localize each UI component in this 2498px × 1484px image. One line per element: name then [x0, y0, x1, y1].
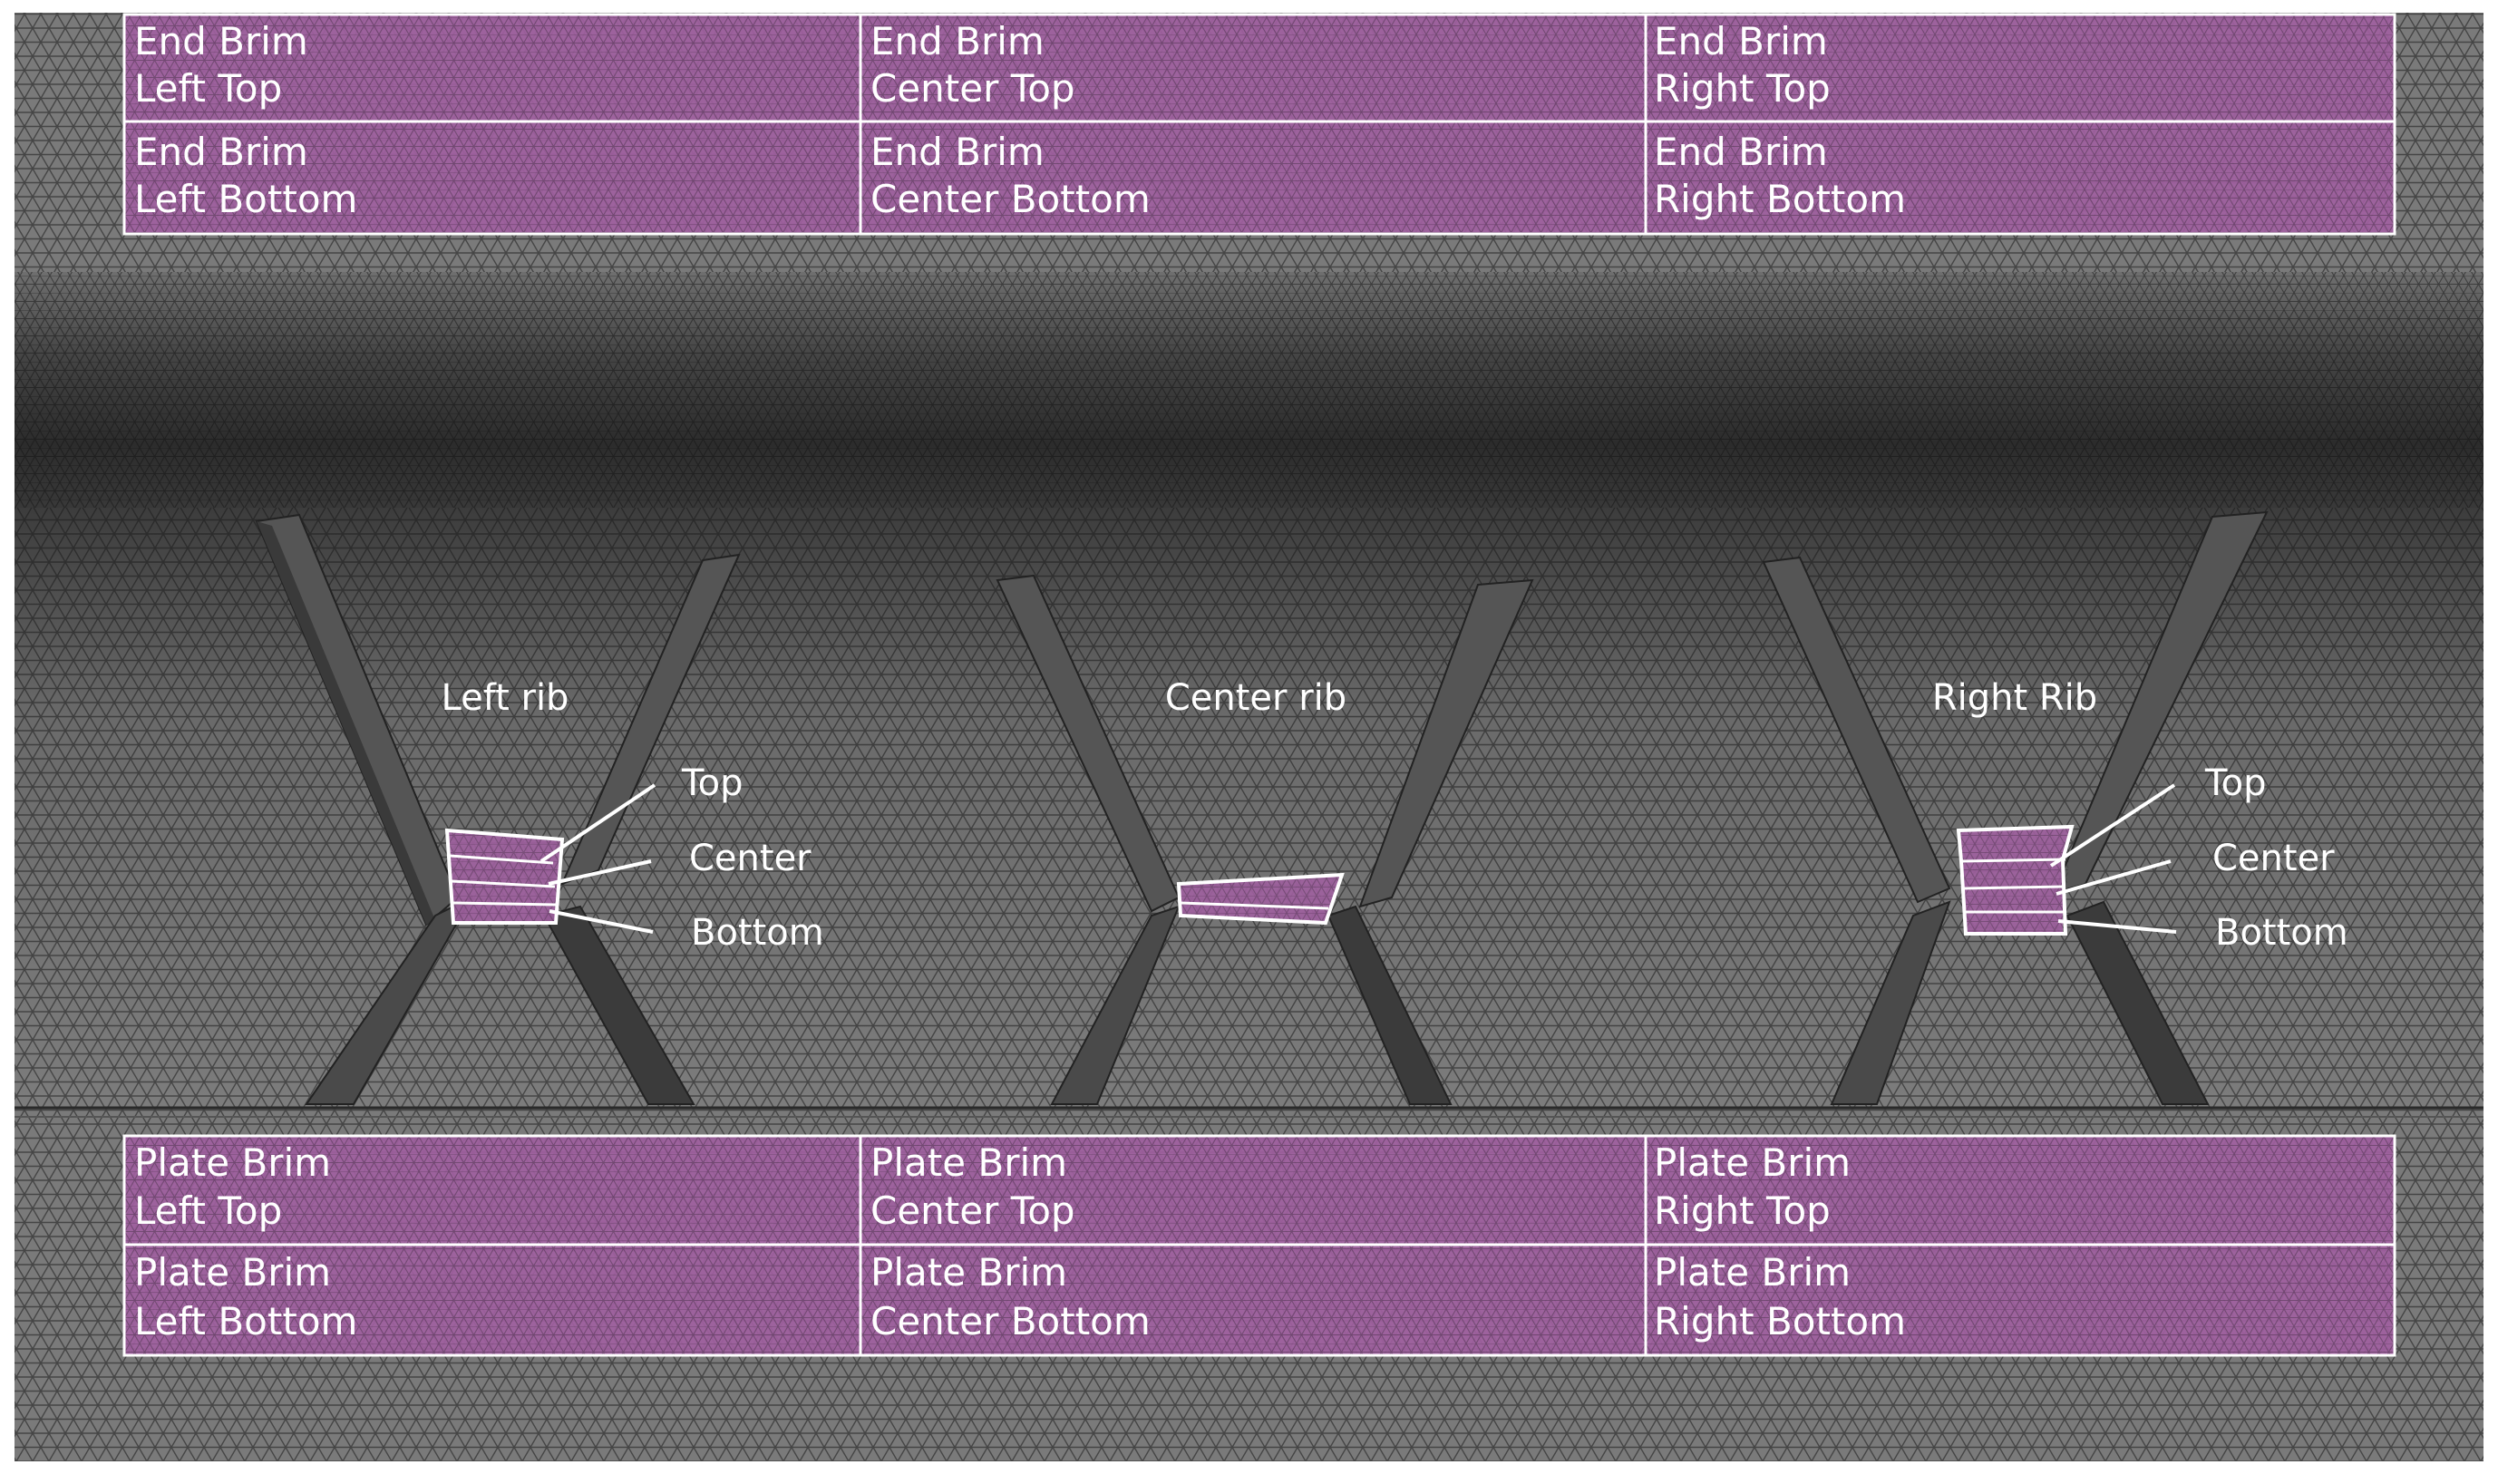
left-rib-top-label: Top [681, 762, 744, 804]
plate-brim-right-bottom-line1: Plate Brim [1654, 1250, 1851, 1295]
center-rib-title: Center rib [1165, 677, 1346, 719]
plate-brim-left-top-line1: Plate Brim [134, 1140, 331, 1185]
end-brim-left-top-line1: End Brim [134, 19, 308, 63]
center-rib-structure [996, 574, 1534, 1105]
shaded-band-mesh [15, 272, 2483, 517]
left-rib-structure [255, 513, 741, 1105]
end-brim-center-top-line2: Center Top [870, 66, 1075, 111]
plate-brim-left-bottom-line2: Left Bottom [134, 1299, 357, 1343]
center-rib-selection [1176, 872, 1345, 926]
end-brim-left-top-line2: Left Top [134, 66, 282, 111]
end-brim-left-bottom-line1: End Brim [134, 130, 308, 174]
plate-brim-right-bottom-line2: Right Bottom [1654, 1299, 1906, 1343]
plate-brim-center-top-line2: Center Top [870, 1188, 1075, 1233]
plate-brim-right-top-line1: Plate Brim [1654, 1140, 1851, 1185]
plate-brim-center-bottom-line1: Plate Brim [870, 1250, 1067, 1295]
left-rib-selection [444, 783, 656, 934]
right-rib-selection [1956, 783, 2177, 936]
left-rib-center-label: Center [689, 838, 812, 879]
plate-brim-left-top-line2: Left Top [134, 1188, 282, 1233]
plate-brim-left-bottom-line1: Plate Brim [134, 1250, 331, 1295]
right-rib-top-label: Top [2204, 762, 2267, 804]
left-rib-title: Left rib [442, 677, 569, 719]
rib-field-mesh [15, 508, 2483, 1106]
right-rib-center-label: Center [2212, 838, 2335, 879]
end-brim-right-top-line2: Right Top [1654, 66, 1831, 111]
end-brim-center-bottom-line1: End Brim [870, 130, 1045, 174]
right-rib-title: Right Rib [1932, 677, 2097, 719]
end-brim-center-top-line1: End Brim [870, 19, 1045, 63]
plate-brim-center-top-line1: Plate Brim [870, 1140, 1067, 1185]
end-brim-left-bottom-line2: Left Bottom [134, 177, 357, 221]
right-rib-bottom-label: Bottom [2215, 912, 2348, 954]
end-brim-center-bottom-line2: Center Bottom [870, 177, 1151, 221]
plate-brim-right-top-line2: Right Top [1654, 1188, 1831, 1233]
end-brim-grid: End Brim Left Top End Brim Center Top En… [122, 13, 2396, 236]
left-rib-bottom-label: Bottom [691, 912, 824, 954]
plate-brim-center-bottom-line2: Center Bottom [870, 1299, 1151, 1343]
end-brim-right-bottom-line1: End Brim [1654, 130, 1828, 174]
end-brim-right-top-line1: End Brim [1654, 19, 1828, 63]
right-rib-structure [1762, 510, 2269, 1105]
end-brim-right-bottom-line2: Right Bottom [1654, 177, 1906, 221]
plate-brim-grid: Plate Brim Left Top Plate Brim Center To… [122, 1134, 2396, 1357]
